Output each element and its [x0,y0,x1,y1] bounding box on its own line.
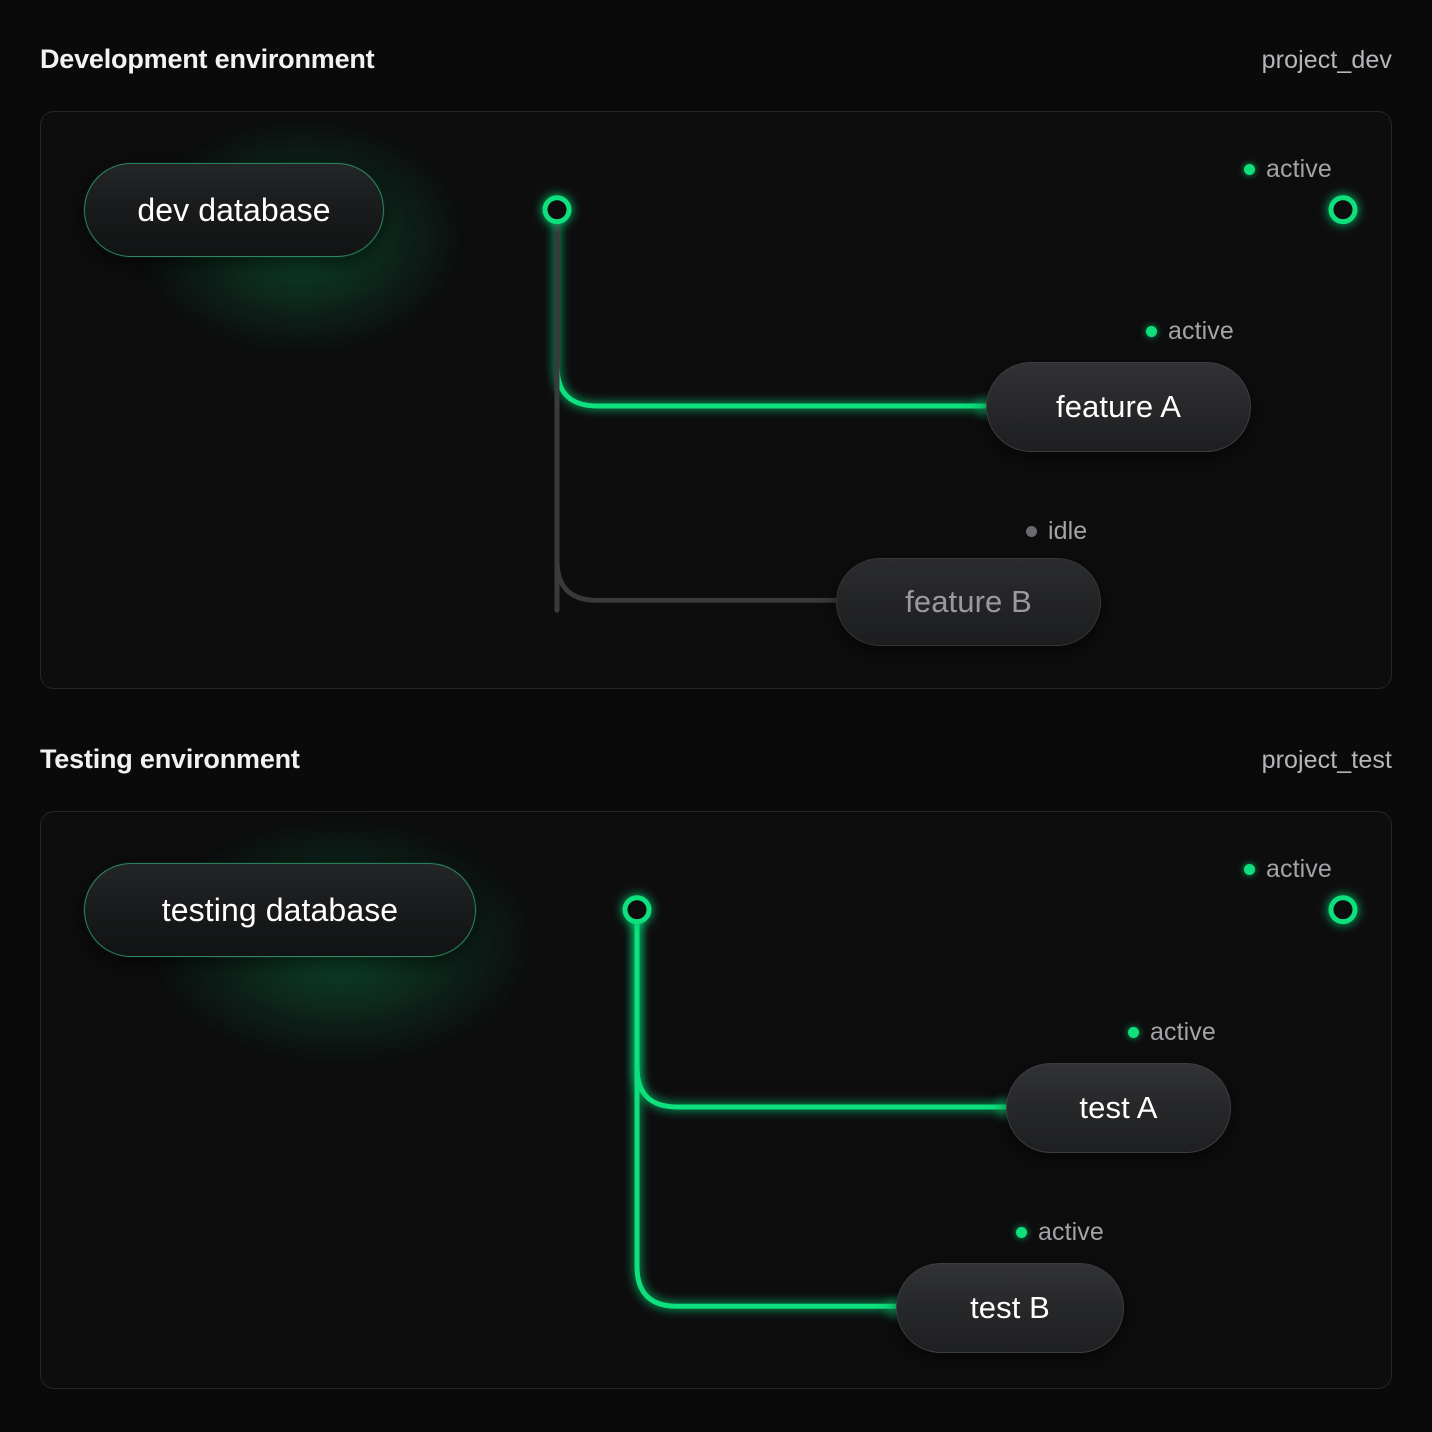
status-label: active [1266,155,1332,183]
node-label: dev database [137,191,331,228]
node-label: feature B [905,584,1032,619]
status-label: idle [1048,517,1088,545]
panel-testing: testing database active test A active te… [40,811,1392,1389]
project-name-testing: project_test [1261,746,1392,774]
status-dot-icon [1016,1227,1027,1238]
status-badge-trunk-testing: active [1244,855,1332,884]
status-badge-feature-a: active [1146,317,1234,346]
junction-node-testing[interactable] [622,895,652,925]
node-feature-b[interactable]: feature B [836,558,1101,646]
status-label: active [1168,317,1234,345]
status-label: active [1266,855,1332,883]
node-test-a[interactable]: test A [1006,1063,1231,1153]
status-badge-test-a: active [1128,1018,1216,1047]
status-dot-icon [1244,864,1255,875]
edge-branch-test-b [634,907,899,1309]
node-feature-a[interactable]: feature A [986,362,1251,452]
section-header-testing: Testing environment project_test [40,744,1392,775]
status-dot-icon [1146,326,1157,337]
status-label: active [1038,1218,1104,1246]
trunk-endpoint-testing[interactable] [1328,895,1358,925]
edges-development [381,195,1358,613]
edges-testing [473,895,1358,1309]
status-badge-test-b: active [1016,1218,1104,1247]
status-dot-icon [1026,526,1037,537]
status-badge-trunk-development: active [1244,155,1332,184]
node-label: testing database [161,891,399,928]
edge-branch-feature-b [554,207,844,603]
node-testing-database[interactable]: testing database [84,863,476,957]
project-name-development: project_dev [1261,46,1392,74]
graph-canvas-development: dev database active feature A active fea… [41,112,1391,688]
edge-branch-feature-a [554,207,989,409]
edge-branch-test-a [634,907,1009,1110]
node-dev-database[interactable]: dev database [84,163,384,257]
page-title-testing: Testing environment [40,744,300,774]
status-label: active [1150,1018,1216,1046]
status-dot-icon [1128,1027,1139,1038]
status-dot-icon [1244,164,1255,175]
status-badge-feature-b: idle [1026,517,1087,546]
graph-canvas-testing: testing database active test A active te… [41,812,1391,1388]
page-title-development: Development environment [40,44,375,74]
trunk-endpoint-development[interactable] [1328,195,1358,225]
node-test-b[interactable]: test B [896,1263,1124,1353]
section-header-development: Development environment project_dev [40,44,1392,75]
panel-development: dev database active feature A active fea… [40,111,1392,689]
node-label: test A [1079,1090,1158,1125]
node-label: feature A [1056,389,1181,424]
node-label: test B [970,1290,1050,1325]
junction-node-development[interactable] [542,195,572,225]
